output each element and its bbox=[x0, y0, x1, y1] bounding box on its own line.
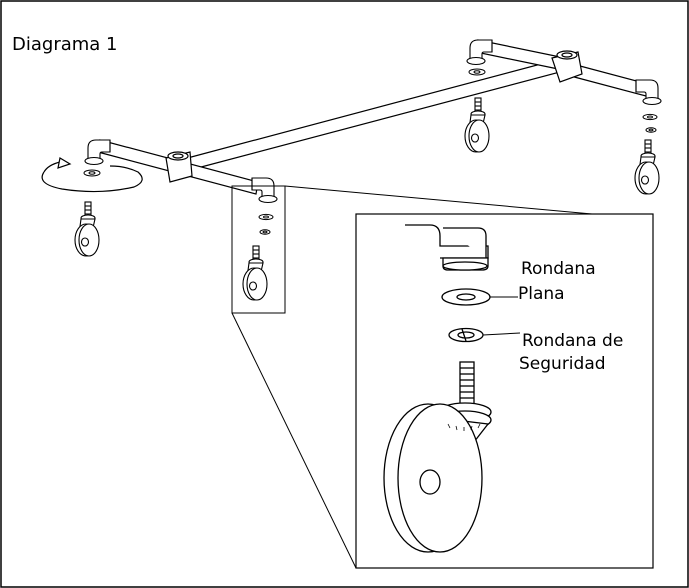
pipe-cross-icon bbox=[165, 151, 193, 183]
caster-wheel-icon bbox=[464, 97, 490, 153]
pipe-elbow-icon bbox=[251, 177, 278, 204]
zoom-connector bbox=[231, 185, 593, 569]
flat-washer-label-line2: Plana bbox=[518, 284, 565, 304]
pipe-elbow-icon bbox=[405, 224, 489, 271]
pipe-elbow-icon bbox=[635, 79, 662, 106]
flat-washer-label-line1: Rondana bbox=[521, 259, 596, 279]
detail-highlight-box bbox=[231, 185, 286, 314]
pipe-cross-icon bbox=[551, 50, 583, 83]
pipe-elbow-icon bbox=[466, 39, 493, 66]
diagram-title: Diagrama 1 bbox=[12, 34, 118, 55]
flat-washer-icon bbox=[441, 288, 491, 306]
lock-washer-icon bbox=[448, 327, 484, 343]
caster-wheel-icon bbox=[383, 361, 492, 553]
lock-washer-icon bbox=[259, 127, 657, 235]
caster-wheel-icon bbox=[242, 245, 268, 301]
caster-wheel-icon bbox=[74, 201, 100, 257]
lock-washer-label-line1: Rondana de bbox=[522, 331, 624, 351]
rotation-arrow-icon bbox=[41, 157, 143, 193]
pipe-elbow-icon bbox=[84, 139, 111, 166]
callout-leaders bbox=[482, 296, 521, 336]
lock-washer-label-line2: Seguridad bbox=[519, 354, 606, 374]
flat-washer-icon bbox=[83, 68, 658, 221]
caster-wheel-icon bbox=[634, 139, 660, 195]
